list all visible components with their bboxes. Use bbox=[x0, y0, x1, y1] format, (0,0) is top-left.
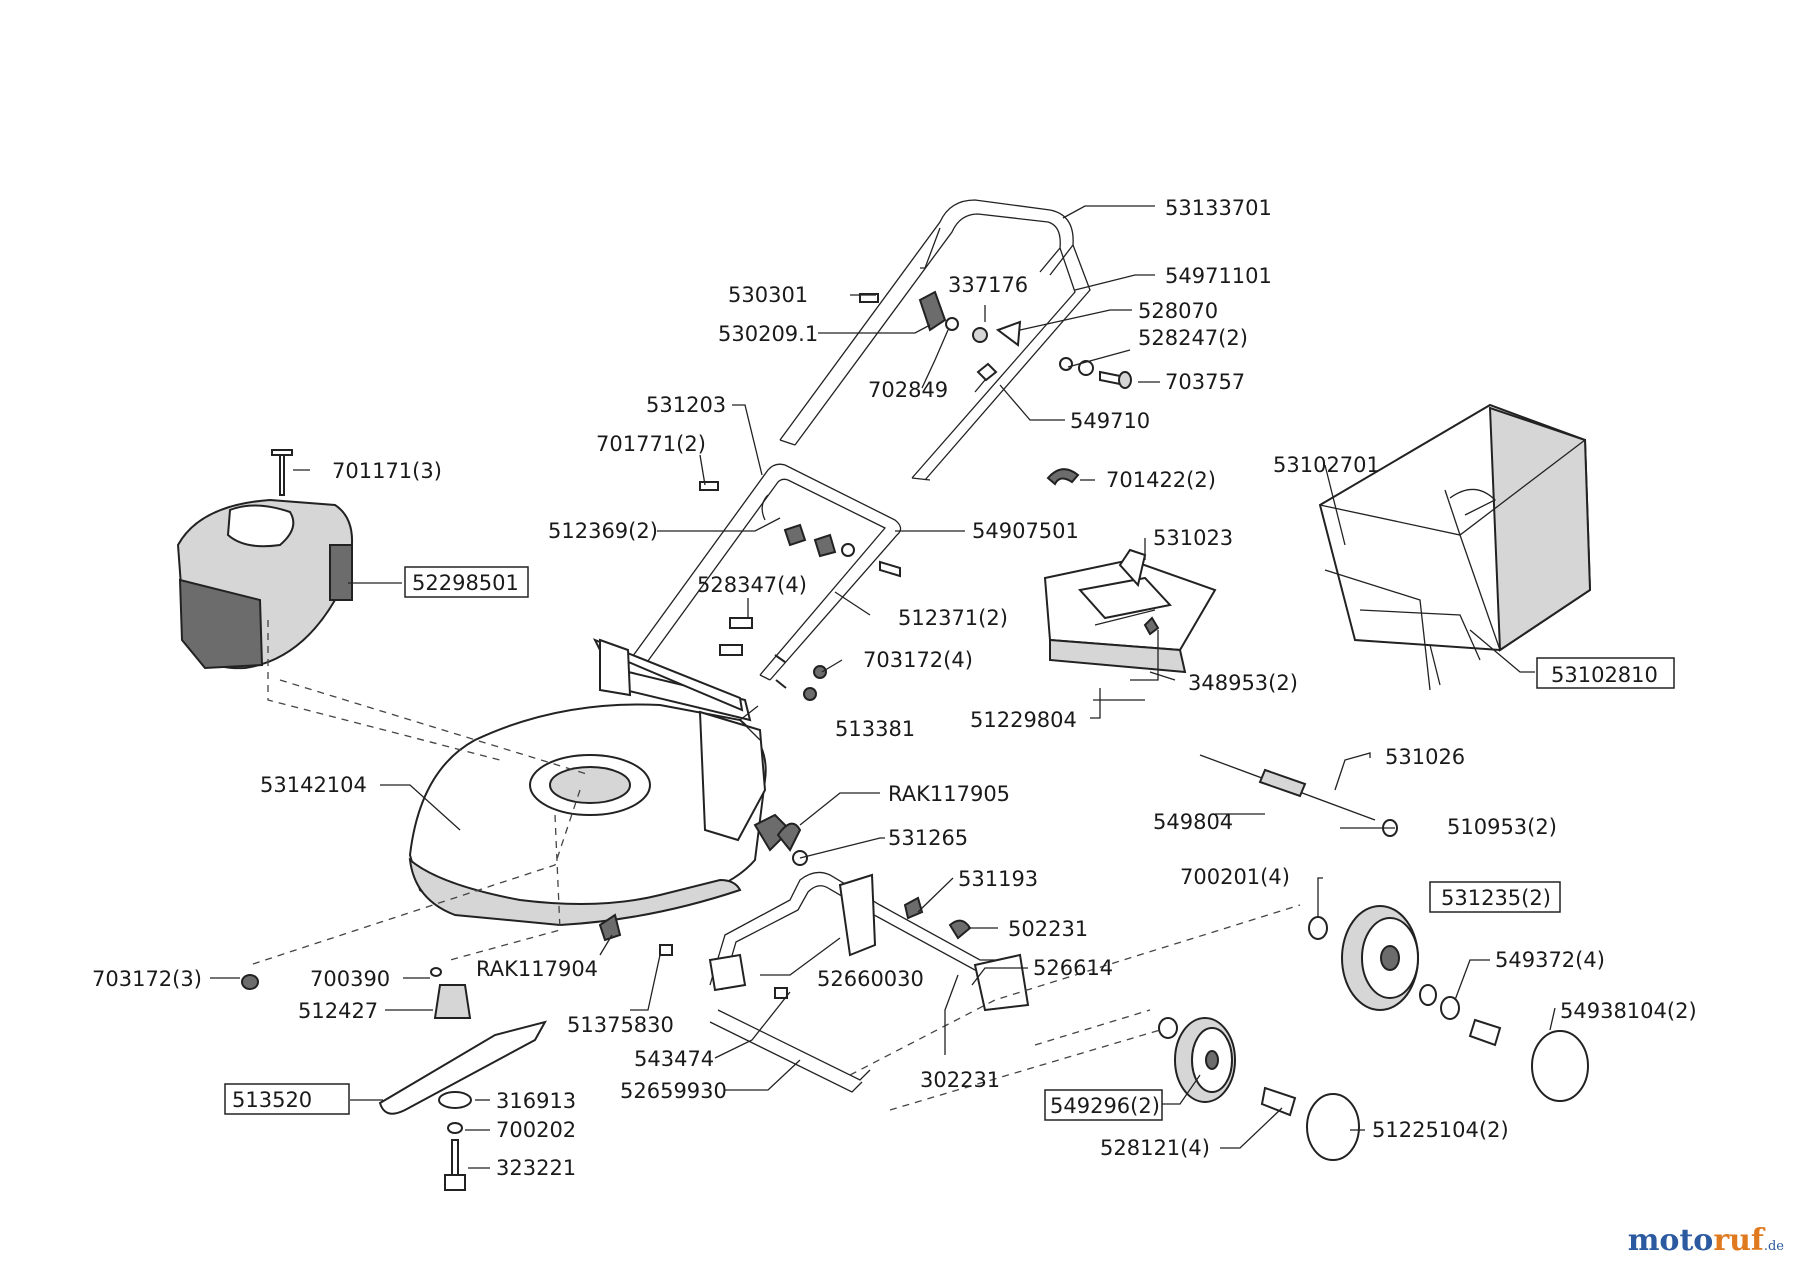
mulch-plug bbox=[1043, 548, 1217, 674]
label-531023: 531023 bbox=[1153, 526, 1233, 550]
label-700390: 700390 bbox=[310, 967, 390, 991]
label-530301: 530301 bbox=[728, 283, 808, 307]
motoruf-logo: motoruf.de bbox=[1628, 1223, 1784, 1258]
label-701171-3: 701171(3) bbox=[332, 459, 442, 483]
label-53142104: 53142104 bbox=[260, 773, 367, 797]
label-502231: 502231 bbox=[1008, 917, 1088, 941]
rear-axle bbox=[659, 871, 1030, 1093]
label-549372-4: 549372(4) bbox=[1495, 948, 1605, 972]
label-513381: 513381 bbox=[835, 717, 915, 741]
label-528347-4: 528347(4) bbox=[697, 573, 807, 597]
label-54907501: 54907501 bbox=[972, 519, 1079, 543]
label-52660030: 52660030 bbox=[817, 967, 924, 991]
label-512427: 512427 bbox=[298, 999, 378, 1023]
label-RAK117905: RAK117905 bbox=[888, 782, 1010, 806]
clip-701422 bbox=[1046, 468, 1080, 486]
label-700202: 700202 bbox=[496, 1118, 576, 1142]
label-512369-2: 512369(2) bbox=[548, 519, 658, 543]
label-510953-2: 510953(2) bbox=[1447, 815, 1557, 839]
label-531235-2: 531235(2) bbox=[1441, 886, 1551, 910]
label-549710: 549710 bbox=[1070, 409, 1150, 433]
label-54971101: 54971101 bbox=[1165, 264, 1272, 288]
mower-deck bbox=[408, 638, 808, 942]
label-528070: 528070 bbox=[1138, 299, 1218, 323]
rear-wheel bbox=[1308, 905, 1589, 1102]
label-702849: 702849 bbox=[868, 378, 948, 402]
label-302231: 302231 bbox=[920, 1068, 1000, 1092]
handle-fittings bbox=[859, 290, 1132, 393]
label-53102810: 53102810 bbox=[1551, 663, 1658, 687]
label-53133701: 53133701 bbox=[1165, 196, 1272, 220]
label-52298501: 52298501 bbox=[412, 571, 519, 595]
label-531193: 531193 bbox=[958, 867, 1038, 891]
label-51375830: 51375830 bbox=[567, 1013, 674, 1037]
logo-suffix: .de bbox=[1763, 1239, 1784, 1254]
label-543474: 543474 bbox=[634, 1047, 714, 1071]
part-labels: 53133701 54971101 530301 337176 528070 5… bbox=[92, 196, 1697, 1180]
label-54938104-2: 54938104(2) bbox=[1560, 999, 1697, 1023]
label-337176: 337176 bbox=[948, 273, 1028, 297]
label-323221: 323221 bbox=[496, 1156, 576, 1180]
blade-assembly bbox=[241, 967, 548, 1191]
label-701422-2: 701422(2) bbox=[1106, 468, 1216, 492]
label-52659930: 52659930 bbox=[620, 1079, 727, 1103]
logo-part-1: moto bbox=[1627, 1223, 1714, 1258]
label-703757: 703757 bbox=[1165, 370, 1245, 394]
label-703172-3: 703172(3) bbox=[92, 967, 202, 991]
label-530209-1: 530209.1 bbox=[718, 322, 818, 346]
label-51229804: 51229804 bbox=[970, 708, 1077, 732]
logo-part-2: ruf bbox=[1713, 1223, 1764, 1258]
label-549296-2: 549296(2) bbox=[1050, 1094, 1160, 1118]
label-703172-4: 703172(4) bbox=[863, 648, 973, 672]
label-53102701: 53102701 bbox=[1273, 453, 1380, 477]
label-549804: 549804 bbox=[1153, 810, 1233, 834]
label-531026: 531026 bbox=[1385, 745, 1465, 769]
label-RAK117904: RAK117904 bbox=[476, 957, 598, 981]
engine bbox=[176, 449, 354, 670]
upper-handle bbox=[779, 199, 1091, 481]
label-531265: 531265 bbox=[888, 826, 968, 850]
label-51225104-2: 51225104(2) bbox=[1372, 1118, 1509, 1142]
label-701771-2: 701771(2) bbox=[596, 432, 706, 456]
label-528121-4: 528121(4) bbox=[1100, 1136, 1210, 1160]
label-528247-2: 528247(2) bbox=[1138, 326, 1248, 350]
label-316913: 316913 bbox=[496, 1089, 576, 1113]
label-531203: 531203 bbox=[646, 393, 726, 417]
leader-lines bbox=[210, 205, 1556, 1169]
alignment-lines bbox=[249, 620, 1301, 1111]
label-526614: 526614 bbox=[1033, 956, 1113, 980]
label-boxes bbox=[224, 566, 1675, 1121]
grass-catcher bbox=[1318, 403, 1592, 691]
label-700201-4: 700201(4) bbox=[1180, 865, 1290, 889]
front-wheel bbox=[1158, 1017, 1360, 1161]
label-512371-2: 512371(2) bbox=[898, 606, 1008, 630]
label-513520: 513520 bbox=[232, 1088, 312, 1112]
label-348953-2: 348953(2) bbox=[1188, 671, 1298, 695]
